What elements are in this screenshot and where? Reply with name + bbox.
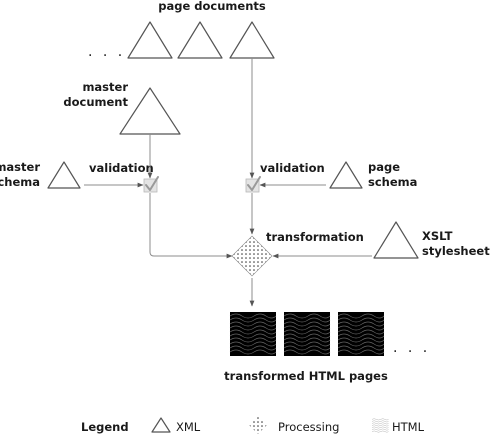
html-page-3: [337, 311, 385, 357]
legend-xml-label: XML: [176, 420, 201, 434]
page-documents-label: page documents: [158, 0, 266, 13]
master-schema-triangle: [47, 161, 81, 189]
legend-html-label: HTML: [392, 420, 425, 434]
page-schema-triangle: [329, 161, 363, 189]
master-document-triangle: [119, 87, 181, 135]
master-schema-label-line2: schema: [0, 175, 40, 189]
page-documents-ellipsis: . . .: [88, 44, 125, 60]
transformation-diamond-icon: [231, 235, 273, 277]
master-document-label-line2: document: [63, 95, 128, 109]
xslt-label-line1: XSLT: [422, 229, 453, 243]
transformed-pages-label: transformed HTML pages: [224, 369, 388, 383]
transformation-label: transformation: [266, 230, 364, 244]
xslt-label-line2: stylesheet: [422, 244, 490, 258]
legend-processing-label: Processing: [278, 420, 339, 434]
master-schema-label-line1: master: [0, 160, 40, 174]
validation-check-icon-left: [143, 176, 159, 193]
master-document-label-line1: master: [82, 80, 128, 94]
page-schema-label-line2: schema: [368, 175, 417, 189]
html-page-2: [283, 311, 331, 357]
legend-dotted-diamond-icon: [249, 416, 267, 434]
html-pages-ellipsis: . . .: [393, 340, 430, 356]
page-document-triangle-3: [229, 21, 275, 59]
legend-xml-triangle-icon: [151, 417, 171, 433]
page-document-triangle-1: [127, 21, 173, 59]
legend-title: Legend: [81, 420, 129, 434]
page-document-triangle-2: [177, 21, 223, 59]
validation-label-left: validation: [89, 161, 154, 175]
legend-wavy-page-icon: [371, 418, 389, 433]
xslt-stylesheet-triangle: [373, 221, 419, 259]
validation-check-icon-right: [245, 176, 261, 193]
validation-label-right: validation: [260, 161, 325, 175]
connector-master-validation-to-transformation: [149, 193, 233, 259]
html-page-1: [229, 311, 277, 357]
page-schema-label-line1: page: [368, 160, 400, 174]
